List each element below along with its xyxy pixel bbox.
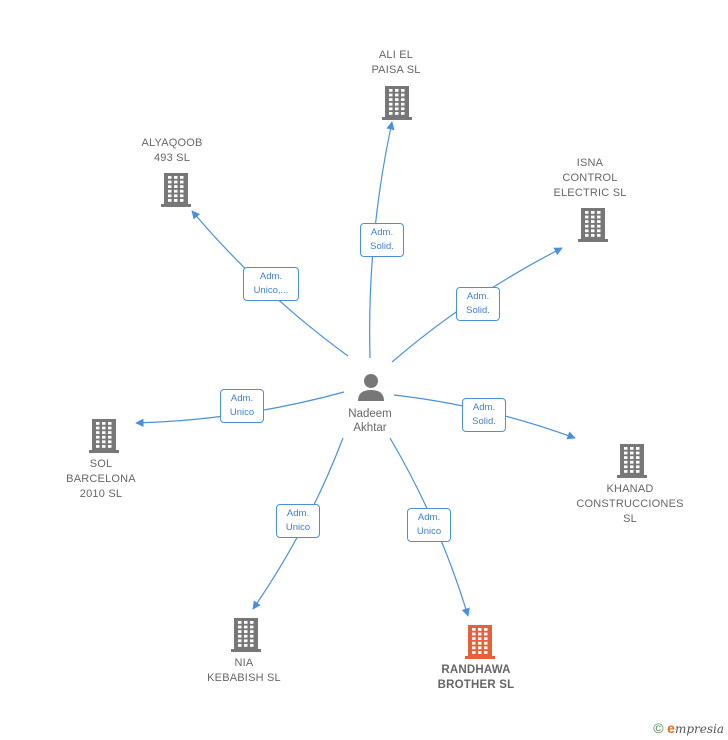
- edge-label-ali-el-paisa[interactable]: Adm. Solid.: [360, 223, 404, 257]
- company-name-randhawa[interactable]: RANDHAWA BROTHER SL: [437, 664, 515, 691]
- copyright-symbol: ©: [653, 720, 664, 736]
- company-name-khanad[interactable]: KHANAD CONSTRUCCIONES SL: [576, 483, 684, 525]
- building-icon[interactable]: [160, 173, 192, 212]
- company-name-ali-el-paisa[interactable]: ALI EL PAISA SL: [371, 49, 421, 76]
- building-icon[interactable]: [577, 208, 609, 247]
- building-icon[interactable]: [464, 625, 496, 664]
- footer-brand: © empresia: [653, 720, 724, 736]
- edge-label-khanad[interactable]: Adm. Solid.: [462, 398, 506, 432]
- brand-name: mpresia: [674, 722, 724, 736]
- edge-label-alyaqoob[interactable]: Adm. Unico,...: [243, 267, 299, 301]
- company-name-alyaqoob[interactable]: ALYAQOOB 493 SL: [141, 137, 203, 164]
- building-icon[interactable]: [230, 618, 262, 657]
- edge-label-nia-kebabish[interactable]: Adm. Unico: [276, 504, 320, 538]
- building-icon[interactable]: [381, 86, 413, 125]
- edge-label-randhawa[interactable]: Adm. Unico: [407, 508, 451, 542]
- company-name-sol-barcelona[interactable]: SOL BARCELONA 2010 SL: [66, 458, 136, 500]
- person-icon: [358, 374, 384, 401]
- edge-label-isna-control[interactable]: Adm. Solid.: [456, 287, 500, 321]
- company-name-nia-kebabish[interactable]: NIA KEBABISH SL: [207, 657, 281, 684]
- building-icon[interactable]: [88, 419, 120, 458]
- building-icon[interactable]: [616, 444, 648, 483]
- edge-label-sol-barcelona[interactable]: Adm. Unico: [220, 389, 264, 423]
- company-name-isna-control[interactable]: ISNA CONTROL ELECTRIC SL: [553, 157, 627, 199]
- brand-initial: e: [667, 720, 675, 736]
- center-person-name[interactable]: Nadeem Akhtar: [348, 408, 392, 434]
